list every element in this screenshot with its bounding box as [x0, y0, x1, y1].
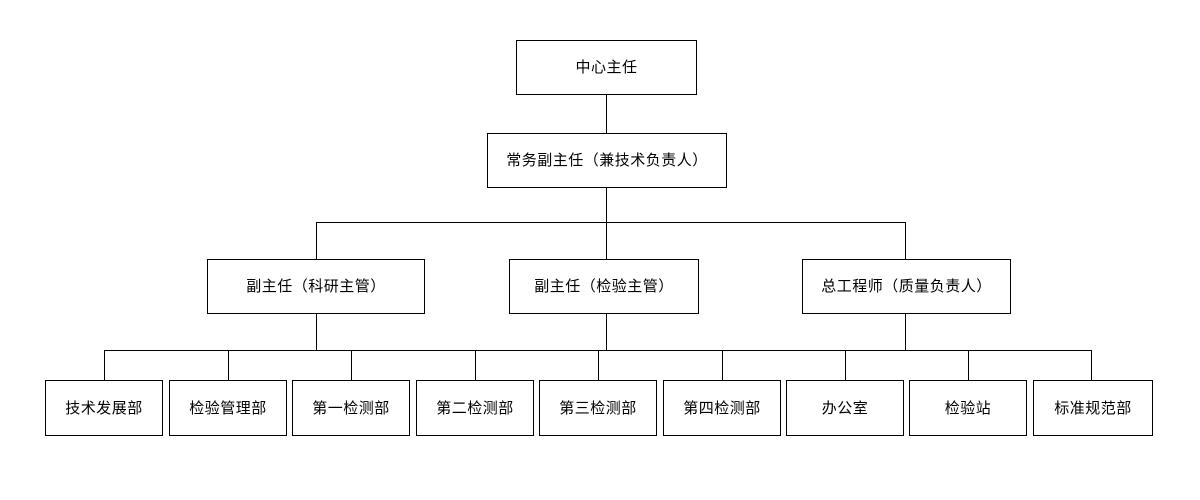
connector-bus-to-first-testing-dept	[351, 350, 352, 380]
connector-chief-engineer-quality-drop	[905, 314, 906, 351]
node-label: 第二检测部	[436, 398, 514, 417]
connector-bus-to-deputy-director-inspection	[606, 222, 607, 260]
node-executive-deputy-director[interactable]: 常务副主任（兼技术负责人）	[487, 133, 727, 188]
node-inspection-station[interactable]: 检验站	[909, 380, 1027, 436]
node-label: 检验站	[944, 398, 992, 417]
connector-bus-to-standards-regulation-dept	[1091, 350, 1092, 380]
node-label: 副主任（检验主管）	[534, 277, 674, 295]
node-standards-regulation-dept[interactable]: 标准规范部	[1033, 380, 1153, 436]
connector-bus-to-tech-development-dept	[104, 350, 105, 380]
node-label: 办公室	[821, 398, 869, 417]
node-label: 第一检测部	[312, 398, 390, 417]
node-label: 常务副主任（兼技术负责人）	[506, 151, 708, 169]
connector-bus-level3	[316, 222, 906, 223]
node-first-testing-dept[interactable]: 第一检测部	[292, 380, 410, 436]
node-label: 技术发展部	[65, 398, 143, 417]
node-office[interactable]: 办公室	[786, 380, 904, 436]
node-second-testing-dept[interactable]: 第二检测部	[416, 380, 534, 436]
node-tech-development-dept[interactable]: 技术发展部	[45, 380, 163, 436]
node-fourth-testing-dept[interactable]: 第四检测部	[663, 380, 781, 436]
connector-bus-level4	[104, 350, 1091, 351]
node-deputy-director-inspection[interactable]: 副主任（检验主管）	[509, 259, 699, 314]
node-chief-engineer-quality[interactable]: 总工程师（质量负责人）	[802, 259, 1011, 314]
connector-bus-to-second-testing-dept	[475, 350, 476, 380]
connector-bus-to-fourth-testing-dept	[722, 350, 723, 380]
node-inspection-management-dept[interactable]: 检验管理部	[169, 380, 287, 436]
connector-bus-to-third-testing-dept	[598, 350, 599, 380]
connector-deputy-director-research-drop	[316, 314, 317, 351]
node-third-testing-dept[interactable]: 第三检测部	[539, 380, 657, 436]
connector-l1-to-l2	[606, 94, 607, 134]
connector-bus-to-chief-engineer-quality	[905, 222, 906, 260]
connector-deputy-director-inspection-drop	[606, 314, 607, 351]
node-label: 总工程师（质量负责人）	[821, 277, 992, 295]
connector-l2-drop	[606, 188, 607, 223]
connector-bus-to-inspection-management-dept	[228, 350, 229, 380]
connector-bus-to-deputy-director-research	[316, 222, 317, 260]
node-deputy-director-research[interactable]: 副主任（科研主管）	[207, 259, 425, 314]
node-label: 标准规范部	[1054, 398, 1132, 417]
connector-bus-to-inspection-station	[968, 350, 969, 380]
connector-bus-to-office	[845, 350, 846, 380]
node-label: 第三检测部	[559, 398, 637, 417]
node-label: 副主任（科研主管）	[246, 277, 386, 295]
node-center-director[interactable]: 中心主任	[516, 40, 697, 95]
node-label: 第四检测部	[683, 398, 761, 417]
node-label: 检验管理部	[189, 398, 267, 417]
node-label: 中心主任	[575, 58, 638, 76]
